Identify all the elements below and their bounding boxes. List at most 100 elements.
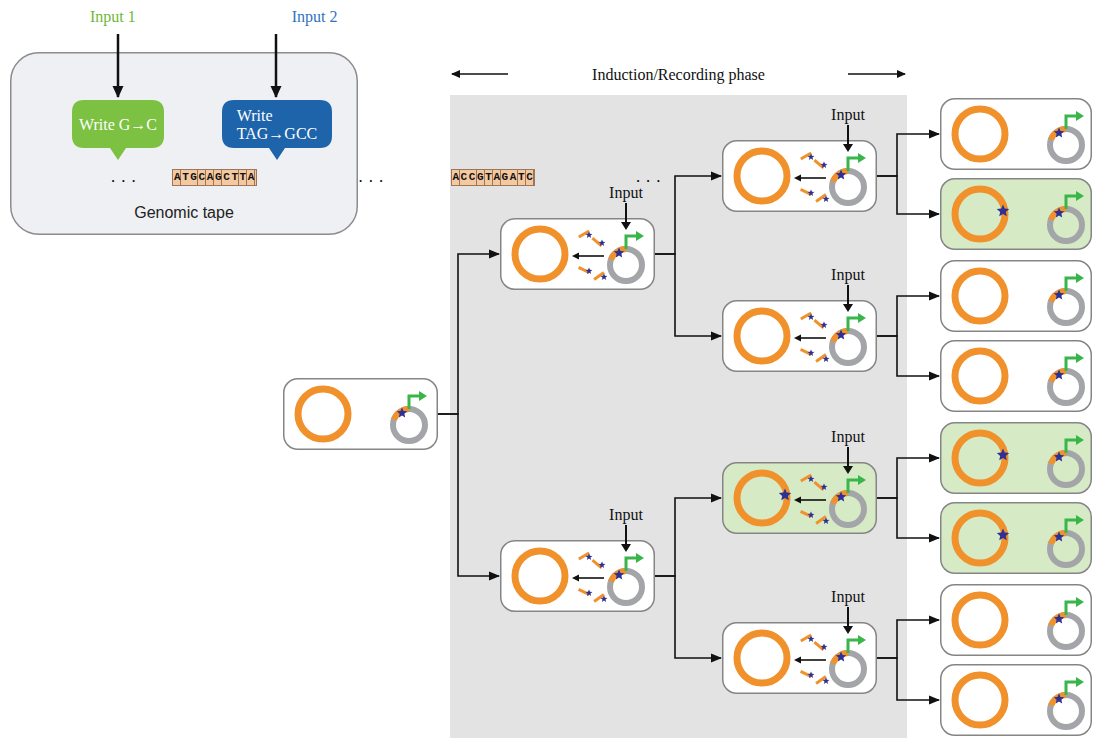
chromosome <box>955 351 1005 401</box>
chromosome-mark <box>997 205 1009 217</box>
promoter-head <box>858 475 866 485</box>
plasmid-mark <box>1054 532 1064 542</box>
node-shape <box>500 540 655 612</box>
promoter-head <box>1076 353 1084 363</box>
promoter-head <box>1076 515 1084 525</box>
cell <box>940 260 1092 332</box>
node-shape <box>940 98 1092 170</box>
recording-phase-band: Induction/Recording phaseInputInputInput… <box>450 95 907 738</box>
panel-title: Genomic tape <box>134 204 234 221</box>
plasmid <box>832 493 864 525</box>
input-label: Input <box>831 266 865 283</box>
promoter-head <box>1076 435 1084 445</box>
lineage-arrow <box>655 254 721 336</box>
cell-outline <box>501 541 655 612</box>
fragment-mark <box>586 231 593 238</box>
lineage-arrow <box>655 576 721 658</box>
fragment-mark <box>808 671 815 678</box>
node-shape <box>940 664 1092 736</box>
tape-ellipsis: ... <box>110 172 141 186</box>
promoter <box>626 558 637 571</box>
input-name: Input 1 <box>90 8 136 25</box>
promoter <box>626 236 637 249</box>
tape-sequence: ATGCAGCTTA <box>172 169 257 186</box>
plasmid <box>832 171 864 203</box>
node-shape <box>940 584 1092 656</box>
cell-outline <box>723 623 877 694</box>
input-name: Input 2 <box>292 8 338 25</box>
promoter-head <box>1076 111 1084 121</box>
fragment-mark <box>601 595 608 602</box>
bubble-outline <box>72 100 164 160</box>
node-shape <box>940 422 1092 494</box>
node-shape <box>940 260 1092 332</box>
fragment-mark <box>808 153 815 160</box>
fragment-mark <box>599 561 606 568</box>
lineage-arrow <box>877 658 939 700</box>
plasmid <box>393 409 425 441</box>
cell-outline <box>941 341 1092 412</box>
cell-outline <box>723 463 877 534</box>
cell-outline <box>941 503 1092 574</box>
node-shape <box>722 140 877 212</box>
plasmid-mark <box>836 170 846 180</box>
plasmid <box>1050 129 1082 161</box>
promoter-head <box>636 553 644 563</box>
promoter-head <box>858 313 866 323</box>
cell-outline <box>941 179 1092 250</box>
plasmid-mark <box>614 248 624 258</box>
fragment-mark <box>821 643 828 650</box>
transfer-arrow <box>578 255 604 257</box>
phase-arrow-left <box>452 73 508 75</box>
lineage-arrow <box>438 414 499 576</box>
chromosome <box>955 675 1005 725</box>
promoter-head <box>858 153 866 163</box>
fragment-mark <box>821 161 828 168</box>
fragment-mark <box>821 483 828 490</box>
node-shape <box>722 300 877 372</box>
transfer-head <box>794 497 801 504</box>
plasmid-mark <box>1054 694 1064 704</box>
cell: Input <box>500 540 655 612</box>
cell-outline <box>723 141 877 212</box>
cell <box>940 664 1092 736</box>
chromosome <box>515 551 565 601</box>
plasmid <box>832 331 864 363</box>
fragment-mark <box>601 273 608 280</box>
lineage-arrow <box>655 176 721 254</box>
input-label: Input <box>831 588 865 605</box>
fragment-mark <box>808 475 815 482</box>
promoter <box>1066 520 1077 533</box>
input-arrow <box>847 285 849 305</box>
fragment-mark <box>808 189 815 196</box>
lineage-arrow <box>877 620 939 658</box>
transfer-head <box>572 575 579 582</box>
cell <box>940 584 1092 656</box>
cell: Input <box>722 140 877 212</box>
node-shape <box>940 340 1092 412</box>
plasmid-mark <box>1054 370 1064 380</box>
plasmid <box>1050 209 1082 241</box>
node-shape <box>722 462 877 534</box>
promoter <box>848 158 859 171</box>
chromosome <box>955 189 1005 239</box>
promoter <box>1066 116 1077 129</box>
input-arrow-head <box>843 144 853 152</box>
plasmid-mark <box>614 570 624 580</box>
cell-outline <box>284 379 438 450</box>
promoter-head <box>1076 677 1084 687</box>
write-bubble: Write G→C <box>72 100 164 148</box>
input-label: Input <box>831 428 865 445</box>
fragment-mark <box>808 313 815 320</box>
write-rule: Write G→C <box>79 116 157 133</box>
promoter-head <box>1076 273 1084 283</box>
input-arrow <box>275 34 278 97</box>
cell <box>940 98 1092 170</box>
chromosome-mark <box>997 529 1009 541</box>
phase-arrow-right <box>848 73 905 75</box>
transfer-head <box>794 657 801 664</box>
lineage-arrow <box>877 134 939 176</box>
plasmid-mark <box>1054 290 1064 300</box>
promoter <box>1066 602 1077 615</box>
input-arrow <box>847 607 849 627</box>
